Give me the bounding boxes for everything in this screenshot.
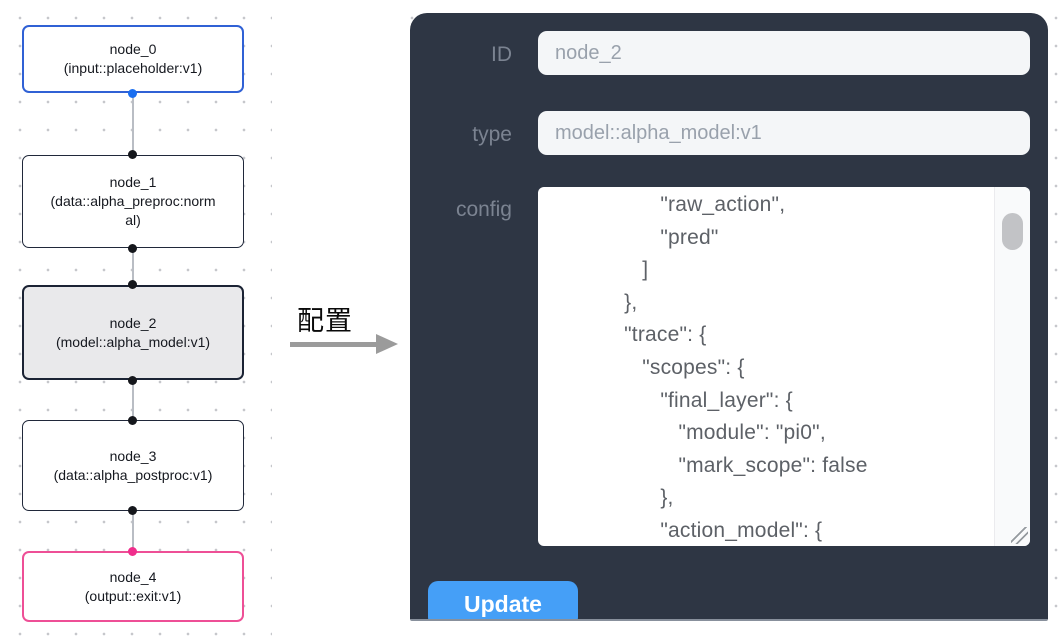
arrow-right-icon	[376, 334, 398, 354]
node-type-label: (output::exit:v1)	[84, 587, 182, 604]
edge-connector	[132, 248, 134, 286]
node-type-label: (data::alpha_postproc:v1)	[53, 466, 213, 483]
port-dot-node_1-out[interactable]	[128, 244, 137, 253]
node-config-panel: ID type config "raw_action", "pred" ] },…	[410, 13, 1048, 621]
edge-connector	[132, 380, 134, 421]
node-type-label: (input::placeholder:v1)	[63, 60, 203, 76]
node-type-label: (data::alpha_preproc:normal)	[50, 193, 216, 228]
port-dot-node_3-in[interactable]	[128, 416, 137, 425]
node-id: node_3	[109, 447, 157, 464]
id-field-label: ID	[491, 43, 512, 66]
node-id: node_4	[109, 568, 157, 585]
flow-node-node_0[interactable]: node_0 (input::placeholder:v1)	[22, 25, 244, 93]
id-input[interactable]	[538, 31, 1030, 75]
edge-connector	[132, 93, 134, 155]
port-dot-node_4-in[interactable]	[128, 547, 137, 556]
textarea-resize-handle-icon[interactable]	[1011, 527, 1028, 544]
port-dot-node_0-out[interactable]	[128, 89, 137, 98]
config-textarea[interactable]: "raw_action", "pred" ] }, "trace": { "sc…	[538, 187, 1030, 546]
flow-node-node_1[interactable]: node_1 (data::alpha_preproc:normal)	[22, 155, 244, 248]
configure-annotation-label: 配置	[297, 306, 353, 336]
type-field-label: type	[472, 123, 512, 146]
flow-node-node_4[interactable]: node_4 (output::exit:v1)	[22, 551, 244, 622]
config-field-label: config	[455, 198, 512, 221]
node-id: node_0	[109, 41, 157, 57]
update-button[interactable]: Update	[428, 581, 578, 619]
flow-node-node_2-selected[interactable]: node_2 (model::alpha_model:v1)	[22, 285, 244, 380]
port-dot-node_2-out[interactable]	[128, 376, 137, 385]
node-id: node_1	[109, 174, 157, 190]
arrow-right-icon	[290, 342, 377, 347]
node-id: node_2	[109, 314, 157, 331]
port-dot-node_2-in[interactable]	[128, 280, 137, 289]
config-json-content[interactable]: "raw_action", "pred" ] }, "trace": { "sc…	[624, 193, 868, 542]
port-dot-node_1-in[interactable]	[128, 150, 137, 159]
config-scrollbar-thumb[interactable]	[1002, 213, 1023, 250]
node-type-label: (model::alpha_model:v1)	[55, 333, 211, 350]
type-input[interactable]	[538, 111, 1030, 155]
edge-connector	[132, 511, 134, 552]
flow-node-node_3[interactable]: node_3 (data::alpha_postproc:v1)	[22, 420, 244, 511]
port-dot-node_3-out[interactable]	[128, 506, 137, 515]
